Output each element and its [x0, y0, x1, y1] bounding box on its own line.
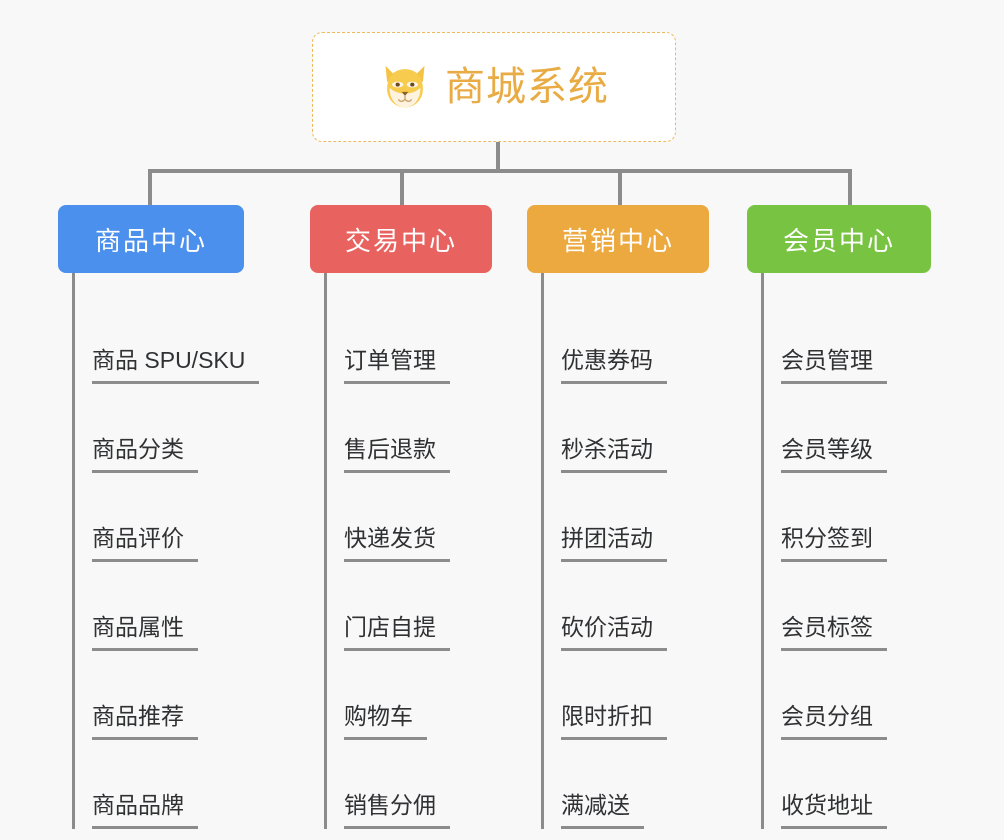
leaf-item[interactable]: 商品评价: [72, 473, 244, 562]
leaf-label: 商品属性: [92, 613, 198, 651]
category-label-1: 商品中心: [94, 225, 207, 256]
category-header-4[interactable]: 会员中心: [747, 205, 931, 273]
connector-root-stem: [496, 142, 500, 172]
leaf-item[interactable]: 门店自提: [324, 562, 492, 651]
leaf-stack-3: 优惠券码 秒杀活动 拼团活动 砍价活动 限时折扣 满减送: [541, 273, 709, 829]
leaf-item[interactable]: 售后退款: [324, 384, 492, 473]
leaf-item[interactable]: 秒杀活动: [541, 384, 709, 473]
leaf-label: 收货地址: [781, 791, 887, 829]
leaf-label: 满减送: [561, 791, 644, 829]
leaf-label: 优惠券码: [561, 346, 667, 384]
leaf-item[interactable]: 会员管理: [761, 295, 931, 384]
connector-drop-3: [618, 169, 622, 209]
leaf-item[interactable]: 积分签到: [761, 473, 931, 562]
leaf-label: 秒杀活动: [561, 435, 667, 473]
branch-column-1: 商品中心 商品 SPU/SKU 商品分类 商品评价 商品属性 商品推荐 商品品牌: [58, 205, 260, 829]
leaf-label: 门店自提: [344, 613, 450, 651]
leaf-item[interactable]: 收货地址: [761, 740, 931, 829]
leaf-item[interactable]: 销售分佣: [324, 740, 492, 829]
category-label-3: 营销中心: [561, 225, 674, 256]
leaf-stack-2: 订单管理 售后退款 快递发货 门店自提 购物车 销售分佣: [324, 273, 492, 829]
leaf-label: 订单管理: [344, 346, 450, 384]
category-header-1[interactable]: 商品中心: [58, 205, 244, 273]
leaf-label: 商品分类: [92, 435, 198, 473]
leaf-stack-4: 会员管理 会员等级 积分签到 会员标签 会员分组 收货地址: [761, 273, 931, 829]
leaf-label: 购物车: [344, 702, 427, 740]
leaf-item[interactable]: 会员等级: [761, 384, 931, 473]
connector-drop-4: [848, 169, 852, 209]
leaf-label: 售后退款: [344, 435, 450, 473]
leaf-label: 会员管理: [781, 346, 887, 384]
leaf-item[interactable]: 商品分类: [72, 384, 244, 473]
leaf-item[interactable]: 满减送: [541, 740, 709, 829]
leaf-label: 商品评价: [92, 524, 198, 562]
leaf-label: 拼团活动: [561, 524, 667, 562]
leaf-stem-3: [541, 273, 544, 829]
category-header-2[interactable]: 交易中心: [310, 205, 492, 273]
leaf-stem-1: [72, 273, 75, 829]
connector-drop-2: [400, 169, 404, 209]
leaf-label: 会员标签: [781, 613, 887, 651]
leaf-label: 会员等级: [781, 435, 887, 473]
leaf-item[interactable]: 优惠券码: [541, 295, 709, 384]
leaf-item[interactable]: 限时折扣: [541, 651, 709, 740]
branch-column-2: 交易中心 订单管理 售后退款 快递发货 门店自提 购物车 销售分佣: [310, 205, 492, 829]
category-label-2: 交易中心: [344, 225, 457, 256]
root-node[interactable]: 商城系统: [312, 32, 676, 142]
leaf-item[interactable]: 购物车: [324, 651, 492, 740]
leaf-item[interactable]: 商品 SPU/SKU: [72, 295, 260, 384]
leaf-stem-2: [324, 273, 327, 829]
branch-column-4: 会员中心 会员管理 会员等级 积分签到 会员标签 会员分组 收货地址: [747, 205, 931, 829]
category-header-3[interactable]: 营销中心: [527, 205, 709, 273]
leaf-label: 快递发货: [344, 524, 450, 562]
leaf-label: 积分签到: [781, 524, 887, 562]
leaf-item[interactable]: 拼团活动: [541, 473, 709, 562]
connector-bus: [148, 169, 852, 173]
leaf-item[interactable]: 砍价活动: [541, 562, 709, 651]
leaf-label: 砍价活动: [561, 613, 667, 651]
leaf-item[interactable]: 商品推荐: [72, 651, 244, 740]
leaf-item[interactable]: 快递发货: [324, 473, 492, 562]
leaf-label: 商品品牌: [92, 791, 198, 829]
branch-column-3: 营销中心 优惠券码 秒杀活动 拼团活动 砍价活动 限时折扣 满减送: [527, 205, 709, 829]
leaf-label: 限时折扣: [561, 702, 667, 740]
leaf-stem-4: [761, 273, 764, 829]
leaf-item[interactable]: 会员分组: [761, 651, 931, 740]
leaf-label: 商品推荐: [92, 702, 198, 740]
leaf-item[interactable]: 订单管理: [324, 295, 492, 384]
connector-drop-1: [148, 169, 152, 209]
leaf-item[interactable]: 会员标签: [761, 562, 931, 651]
leaf-item[interactable]: 商品品牌: [72, 740, 244, 829]
leaf-label: 会员分组: [781, 702, 887, 740]
shiba-dog-icon: [385, 65, 425, 108]
leaf-stack-1: 商品 SPU/SKU 商品分类 商品评价 商品属性 商品推荐 商品品牌: [72, 273, 260, 829]
leaf-item[interactable]: 商品属性: [72, 562, 244, 651]
root-title: 商城系统: [445, 65, 609, 109]
category-label-4: 会员中心: [782, 225, 895, 256]
leaf-label: 销售分佣: [344, 791, 450, 829]
leaf-label: 商品 SPU/SKU: [92, 346, 260, 384]
